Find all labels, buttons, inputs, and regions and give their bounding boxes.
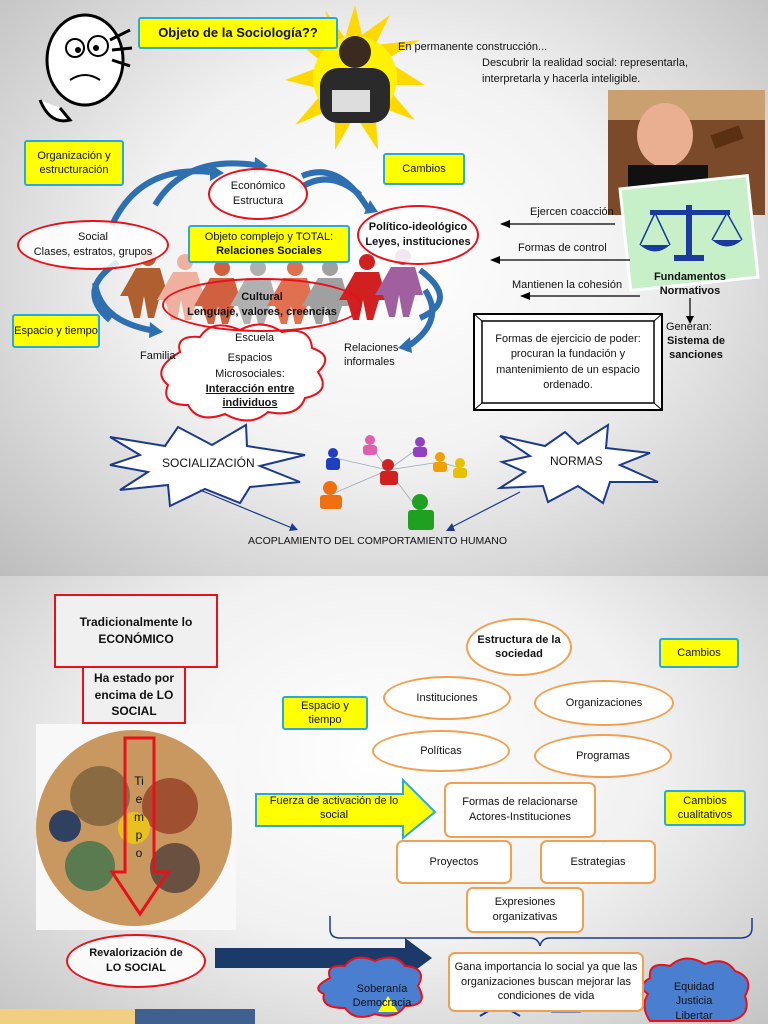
time-arrow xyxy=(109,736,171,917)
soberania-cloud xyxy=(317,956,423,1018)
instituciones-oval: Instituciones xyxy=(383,676,511,720)
politico-oval: Político-ideológico Leyes, instituciones xyxy=(357,205,479,265)
politico-sub: Leyes, instituciones xyxy=(365,236,471,248)
mantienen-label: Mantienen la cohesión xyxy=(512,279,623,291)
fundamentos-label: Fundamentos Normativos xyxy=(653,271,727,298)
scales-of-justice-icon xyxy=(618,173,760,293)
estructura-oval: Estructura de la sociedad xyxy=(466,618,572,676)
social-title: Social xyxy=(78,231,108,244)
confused-man-image xyxy=(285,5,425,150)
revalorizacion-label: Revalorización de LO SOCIAL xyxy=(89,947,183,974)
control-arrowheads xyxy=(490,220,694,324)
fuerza-label: Fuerza de activación de lo social xyxy=(269,795,399,822)
economico-oval: Económico Estructura xyxy=(208,168,308,220)
bracket xyxy=(329,916,753,947)
equidad-label: Equidad Justicia Libertar xyxy=(673,981,715,1022)
interaccion-label: Interacción entre individuos xyxy=(205,382,295,409)
objeto-line1: Objeto complejo y TOTAL: xyxy=(204,230,334,243)
espacios-label: Espacios xyxy=(227,352,273,364)
ejercen-label: Ejercen coacción xyxy=(530,206,614,218)
espacio-tiempo-box: Espacio y tiempo xyxy=(12,314,100,348)
thinking-head-icon xyxy=(38,13,133,123)
objeto-complejo-box: Objeto complejo y TOTAL: Relaciones Soci… xyxy=(188,225,350,263)
cambios-cualitativos-box: Cambios cualitativos xyxy=(664,790,746,826)
network-people-image xyxy=(320,435,467,530)
escuela-label: Escuela xyxy=(235,332,275,344)
slide-2-graphics xyxy=(0,724,753,1024)
cloud-text: Espacios Microsociales: Interacción entr… xyxy=(180,351,320,410)
soberania-label: Soberanía Democracia xyxy=(352,983,412,1010)
espacio-tiempo2-box: Espacio y tiempo xyxy=(282,696,368,730)
cambios2-box: Cambios xyxy=(659,638,739,668)
descubrir-text: Descubrir la realidad social: representa… xyxy=(482,57,689,85)
cycle-arrowheads xyxy=(149,157,412,353)
tiempo-letter: m xyxy=(134,810,144,824)
social-oval: Social Clases, estratos, grupos xyxy=(17,220,169,270)
tradicional-box: Tradicionalmente lo ECONÓMICO xyxy=(54,594,218,668)
tiempo-letter: Ti xyxy=(134,774,144,788)
tiempo-vertical-text: Ti e m p o xyxy=(128,772,150,862)
organizaciones-oval: Organizaciones xyxy=(534,680,674,726)
slide1-title: Objeto de la Sociología?? xyxy=(138,17,338,49)
politico-title: Político-ideológico xyxy=(368,221,468,234)
socializacion-star xyxy=(109,423,306,508)
economico-label: Económico Estructura xyxy=(230,180,286,207)
tiempo-letter: p xyxy=(135,828,143,842)
social-sub: Clases, estratos, grupos xyxy=(33,246,153,258)
generan-label: Generan: xyxy=(666,321,712,333)
tiempo-letter: o xyxy=(135,846,143,860)
power-frame xyxy=(473,313,663,411)
programas-oval: Programas xyxy=(534,734,672,778)
objeto-line2: Relaciones Sociales xyxy=(216,245,322,257)
normas-label: NORMAS xyxy=(550,454,603,468)
slide-1: Objeto de la Sociología?? En permanente … xyxy=(0,0,768,576)
organizacion-box: Organización y estructuración xyxy=(24,140,124,186)
estrategias-box: Estrategias xyxy=(540,840,656,884)
formas-relacionarse-box: Formas de relacionarse Actores-Instituci… xyxy=(444,782,596,838)
slide-2: Tradicionalmente lo ECONÓMICO Ha estado … xyxy=(0,576,768,1024)
formas-control-label: Formas de control xyxy=(518,242,607,254)
cambios-box: Cambios xyxy=(383,153,465,185)
microsociales-label: Microsociales: xyxy=(215,368,285,381)
equidad-cloud xyxy=(641,957,750,1022)
cultural-title: Cultural xyxy=(241,291,283,304)
poder-text: Formas de ejercicio de poder: procuran l… xyxy=(495,333,641,392)
socializacion-label: SOCIALIZACIÓN xyxy=(162,456,255,470)
expresiones-box: Expresiones organizativas xyxy=(466,887,584,933)
relaciones-informales-label: Relaciones informales xyxy=(344,342,399,369)
normas-star xyxy=(496,423,659,505)
ha-estado-box: Ha estado por encima de LO SOCIAL xyxy=(82,666,186,724)
politicas-oval: Políticas xyxy=(372,730,510,772)
revalorizacion-oval: Revalorización de LO SOCIAL xyxy=(66,934,206,988)
cycle-arrows xyxy=(91,160,443,348)
cultural-sub: Lenguaje, valores, creencias xyxy=(187,306,337,318)
acoplamiento-label: ACOPLAMIENTO DEL COMPORTAMIENTO HUMANO xyxy=(248,535,508,547)
gana-importancia-box: Gana importancia lo social ya que las or… xyxy=(448,952,644,1012)
construccion-text: En permanente construcción... xyxy=(398,41,548,53)
fuerza-arrow xyxy=(255,777,437,841)
proyectos-box: Proyectos xyxy=(396,840,512,884)
history-collage-image xyxy=(36,724,236,930)
control-arrows xyxy=(500,223,691,318)
sistema-label: Sistema de sanciones xyxy=(666,335,726,362)
cultural-oval: Cultural Lenguaje, valores, creencias xyxy=(162,278,362,332)
familia-label: Familia xyxy=(140,350,176,362)
tiempo-letter: e xyxy=(135,792,143,806)
